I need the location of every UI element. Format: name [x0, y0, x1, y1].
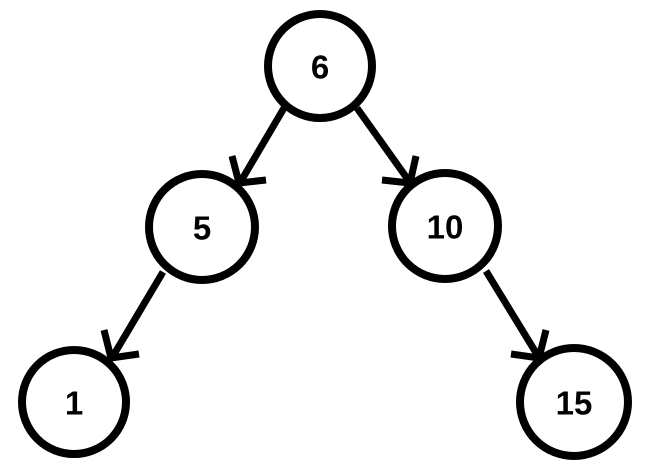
node-circle-5[interactable] — [145, 170, 259, 284]
edge-10-to-15 — [483, 269, 550, 362]
node-circle-15[interactable] — [516, 344, 632, 460]
node-circle-6[interactable] — [264, 10, 376, 122]
arrowhead-6-5 — [228, 155, 267, 187]
tree-node-6[interactable]: 6 — [264, 10, 376, 122]
node-circle-1[interactable] — [18, 346, 130, 458]
node-label-5: 5 — [193, 210, 211, 247]
arrowhead-5-1 — [100, 329, 140, 362]
edge-line-6-5 — [237, 106, 288, 183]
node-label-10: 10 — [427, 209, 464, 246]
node-label-15: 15 — [556, 385, 593, 422]
edge-line-10-15 — [483, 269, 541, 358]
tree-node-5[interactable]: 5 — [145, 170, 259, 284]
node-label-1: 1 — [65, 385, 83, 422]
tree-node-15[interactable]: 15 — [516, 344, 632, 460]
tree-node-10[interactable]: 10 — [388, 169, 502, 283]
edge-line-6-10 — [354, 105, 412, 184]
edge-5-to-1 — [100, 270, 167, 362]
tree-node-1[interactable]: 1 — [18, 346, 130, 458]
node-label-6: 6 — [311, 49, 329, 86]
node-circle-10[interactable] — [388, 169, 502, 283]
edge-6-to-10 — [354, 105, 420, 187]
edge-6-to-5 — [228, 106, 288, 187]
edge-line-5-1 — [109, 270, 167, 358]
